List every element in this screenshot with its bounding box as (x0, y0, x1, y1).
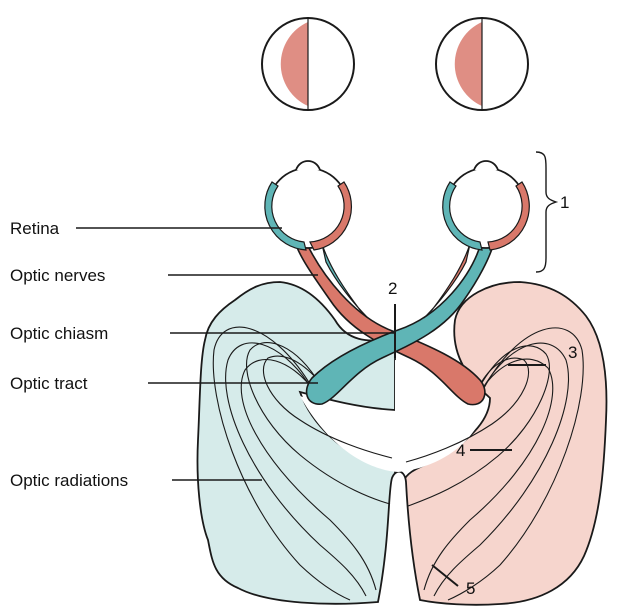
right-optic-radiations (405, 327, 584, 601)
right-nasal-nerve-crossing (305, 239, 495, 405)
right-occipital-lobe (402, 281, 608, 606)
right-retina-teal (442, 181, 483, 251)
right-field-deficit (454, 22, 482, 106)
bracket-1 (535, 151, 559, 273)
left-eye-visual-field (261, 17, 355, 111)
number-3: 3 (568, 343, 577, 362)
number-1: 1 (560, 193, 569, 212)
label-optic-nerves: Optic nerves (10, 266, 105, 285)
number-5: 5 (466, 579, 475, 598)
left-retina-red (309, 181, 353, 251)
left-temporal-nerve (321, 243, 369, 319)
left-nasal-nerve-crossing (293, 239, 486, 406)
right-eyeball (442, 160, 530, 251)
leader-lines (76, 227, 395, 481)
label-retina: Retina (10, 219, 60, 238)
left-retina-teal (264, 181, 307, 251)
left-field-deficit (280, 22, 308, 106)
left-optic-radiations (212, 326, 393, 601)
right-retina-red (487, 181, 530, 251)
lesion-marks (394, 304, 546, 587)
label-optic-tract: Optic tract (10, 374, 88, 393)
number-2: 2 (388, 279, 397, 298)
label-optic-radiations: Optic radiations (10, 471, 128, 490)
right-eye-visual-field (435, 17, 529, 111)
right-temporal-nerve (423, 243, 471, 319)
left-eyeball (264, 160, 353, 251)
lesion-5-mark (431, 564, 459, 587)
number-4: 4 (456, 441, 465, 460)
label-optic-chiasm: Optic chiasm (10, 324, 108, 343)
